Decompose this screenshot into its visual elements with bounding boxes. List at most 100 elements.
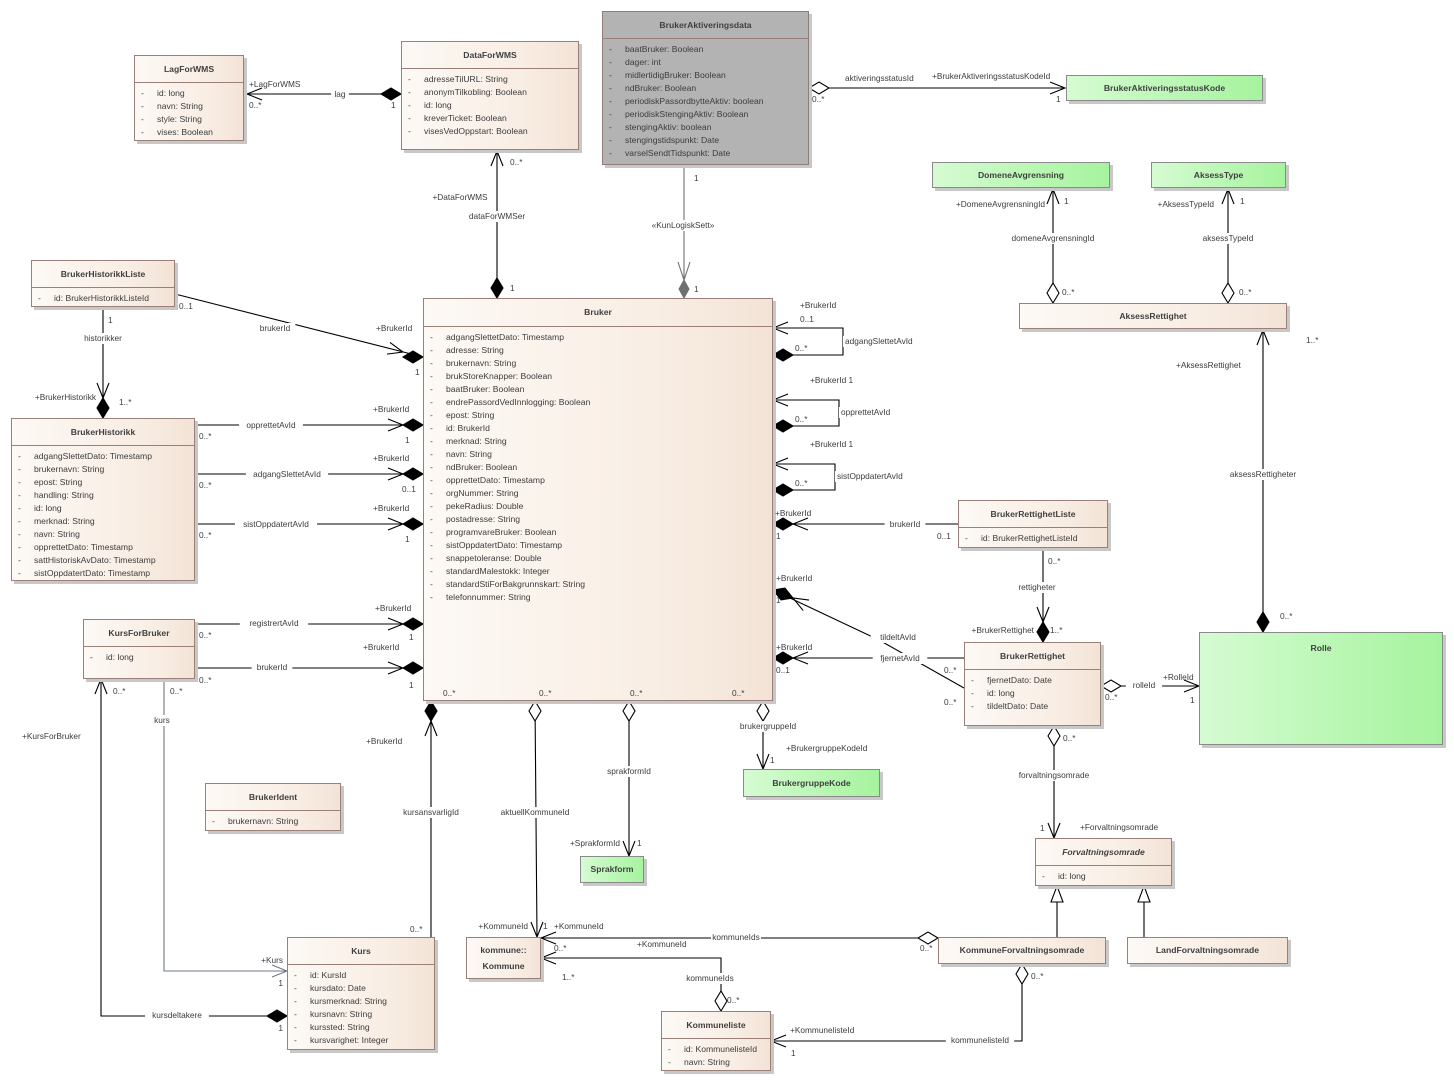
class-bruker[interactable]: Bruker-adgangSlettetDato: Timestamp-adre…	[423, 298, 773, 701]
attribute-text: adresse: String	[446, 345, 504, 355]
class-kurs[interactable]: Kurs-id: KursId-kursdato: Date-kursmerkn…	[287, 937, 435, 1050]
navigable-arrow-icon	[1049, 81, 1067, 95]
class-bruker-rettighet[interactable]: BrukerRettighet -fjernetDato: Date-id: lo…	[964, 642, 1101, 726]
attribute-text: snappetoleranse: Double	[446, 553, 542, 563]
attribute-text: baatBruker: Boolean	[446, 384, 525, 394]
attribute-text: kreverTicket: Boolean	[424, 113, 507, 123]
connector-line	[541, 957, 722, 1011]
attribute: -ndBruker: Boolean	[603, 82, 808, 95]
attribute-text: style: String	[157, 114, 202, 124]
attribute-text: baatBruker: Boolean	[625, 44, 704, 54]
private-visibility-marker: -	[430, 475, 433, 485]
attribute: -periodiskStengingAktiv: Boolean	[603, 108, 808, 121]
attribute: -epost: String	[424, 409, 772, 422]
attribute: -baatBruker: Boolean	[603, 43, 808, 56]
attribute-list: -id: BrukerHistorikkListeId	[32, 287, 174, 311]
attribute-list: -fjernetDato: Date-id: long-tildeltDato:…	[965, 669, 1100, 719]
private-visibility-marker: -	[609, 148, 612, 158]
attribute-text: standardMalestokk: Integer	[446, 566, 550, 576]
attribute: -id: long	[1036, 870, 1171, 883]
attribute-text: adresseTilURL: String	[424, 74, 508, 84]
composition-diamond-icon	[265, 1009, 289, 1023]
class-kurs-for-bruker[interactable]: KursForBruker-id: long	[83, 619, 195, 679]
attribute-text: navn: String	[34, 529, 80, 539]
attribute-text: id: KursId	[310, 970, 347, 980]
class-bruker-historikk-liste[interactable]: BrukerHistorikkListe-id: BrukerHistorikk…	[31, 260, 175, 307]
attribute: -programvareBruker: Boolean	[424, 526, 772, 539]
attribute-list: -brukernavn: String	[206, 810, 340, 834]
attribute-text: midlertidigBruker: Boolean	[625, 70, 726, 80]
class-land-forvaltningsomrade[interactable]: LandForvaltningsomrade	[1127, 937, 1288, 964]
attribute: -ndBruker: Boolean	[424, 461, 772, 474]
navigable-arrow-icon	[245, 87, 263, 101]
class-bruker-ident[interactable]: BrukerIdent-brukernavn: String	[205, 783, 341, 831]
attribute-text: id: long	[987, 688, 1015, 698]
attribute: -adresse: String	[424, 344, 772, 357]
composition-diamond-icon	[771, 348, 795, 362]
class-name: LandForvaltningsomrade	[1155, 945, 1260, 955]
class-aksess-rettighet[interactable]: AksessRettighet	[1019, 303, 1287, 329]
class-bruker-rettighet-liste[interactable]: BrukerRettighetListe-id: BrukerRettighet…	[958, 500, 1108, 548]
aggregation-diamond-icon	[1046, 281, 1060, 305]
private-visibility-marker: -	[294, 1009, 297, 1019]
attribute: -merknad: String	[12, 515, 194, 528]
attribute-text: id: long	[1058, 871, 1086, 881]
aggregation-diamond-icon	[1047, 724, 1061, 748]
class-rolle[interactable]: Rolle	[1199, 632, 1443, 745]
navigable-arrow-icon	[1256, 328, 1270, 346]
class-domene-avgrensning[interactable]: DomeneAvgrensning	[932, 162, 1110, 188]
class-kommuneliste[interactable]: Kommuneliste-id: KommunelisteId-navn: St…	[661, 1011, 771, 1071]
private-visibility-marker: -	[141, 101, 144, 111]
attribute-text: periodiskStengingAktiv: Boolean	[625, 109, 749, 119]
attribute-text: vises: Boolean	[157, 127, 213, 137]
class-bruker-aktiveringsstatus-kode[interactable]: BrukerAktiveringsstatusKode	[1066, 75, 1263, 101]
class-kommune-forvaltningsomrade[interactable]: KommuneForvaltningsomrade	[938, 937, 1106, 964]
class-brukergruppe-kode[interactable]: BrukergruppeKode	[743, 769, 880, 797]
private-visibility-marker: -	[18, 477, 21, 487]
class-name: BrukerRettighet	[1000, 651, 1065, 661]
composition-diamond-icon	[401, 467, 425, 481]
class-sprakform[interactable]: Sprakform	[580, 856, 644, 883]
attribute: -periodiskPassordbytteAktiv: boolean	[603, 95, 808, 108]
class-aksess-type[interactable]: AksessType	[1151, 162, 1286, 188]
attribute-text: standardStiForBakgrunnskart: String	[446, 579, 585, 589]
attribute: -brukernavn: String	[424, 357, 772, 370]
composition-diamond-icon	[771, 483, 795, 497]
attribute-text: brukStoreKnapper: Boolean	[446, 371, 553, 381]
attribute: -id: BrukerId	[424, 422, 772, 435]
navigable-arrow-icon	[791, 597, 810, 611]
navigable-arrow-icon	[94, 677, 108, 695]
private-visibility-marker: -	[18, 568, 21, 578]
attribute: -tildeltDato: Date	[965, 700, 1100, 713]
attribute-text: id: long	[424, 100, 452, 110]
attribute-text: sistOppdatertDato: Timestamp	[446, 540, 563, 550]
private-visibility-marker: -	[18, 516, 21, 526]
attribute-text: navn: String	[446, 449, 492, 459]
attribute-text: telefonnummer: String	[446, 592, 531, 602]
composition-diamond-icon	[490, 276, 504, 300]
private-visibility-marker: -	[430, 566, 433, 576]
aggregation-diamond-icon	[622, 699, 636, 723]
class-lag-for-wms[interactable]: LagForWMS-id: long-navn: String-style: S…	[134, 55, 244, 141]
composition-diamond-icon	[771, 651, 795, 665]
private-visibility-marker: -	[141, 88, 144, 98]
attribute: -standardStiForBakgrunnskart: String	[424, 578, 772, 591]
aggregation-diamond-icon	[756, 699, 770, 723]
attribute: -sistOppdatertDato: Timestamp	[12, 567, 194, 580]
attribute: -navn: String	[424, 448, 772, 461]
class-data-for-wms[interactable]: DataForWMS-adresseTilURL: String-anonymT…	[401, 41, 579, 150]
class-bruker-aktiveringsdata[interactable]: BrukerAktiveringsdata-baatBruker: Boolea…	[602, 11, 809, 165]
private-visibility-marker: -	[294, 970, 297, 980]
class-forvaltningsomrade[interactable]: Forvaltningsomrade-id: long	[1035, 838, 1172, 886]
class-kommune[interactable]: kommune:: Kommune	[466, 937, 541, 979]
composition-diamond-icon	[401, 418, 425, 432]
attribute: -postadresse: String	[424, 513, 772, 526]
connector-line	[100, 679, 287, 1017]
class-name: kommune:: Kommune	[480, 945, 527, 971]
attribute: -kreverTicket: Boolean	[402, 112, 578, 125]
private-visibility-marker: -	[430, 384, 433, 394]
dependency-arrow-icon	[677, 261, 691, 282]
connector-line	[163, 679, 287, 972]
class-bruker-historikk[interactable]: BrukerHistorikk-adgangSlettetDato: Times…	[11, 418, 195, 581]
private-visibility-marker: -	[668, 1057, 671, 1067]
